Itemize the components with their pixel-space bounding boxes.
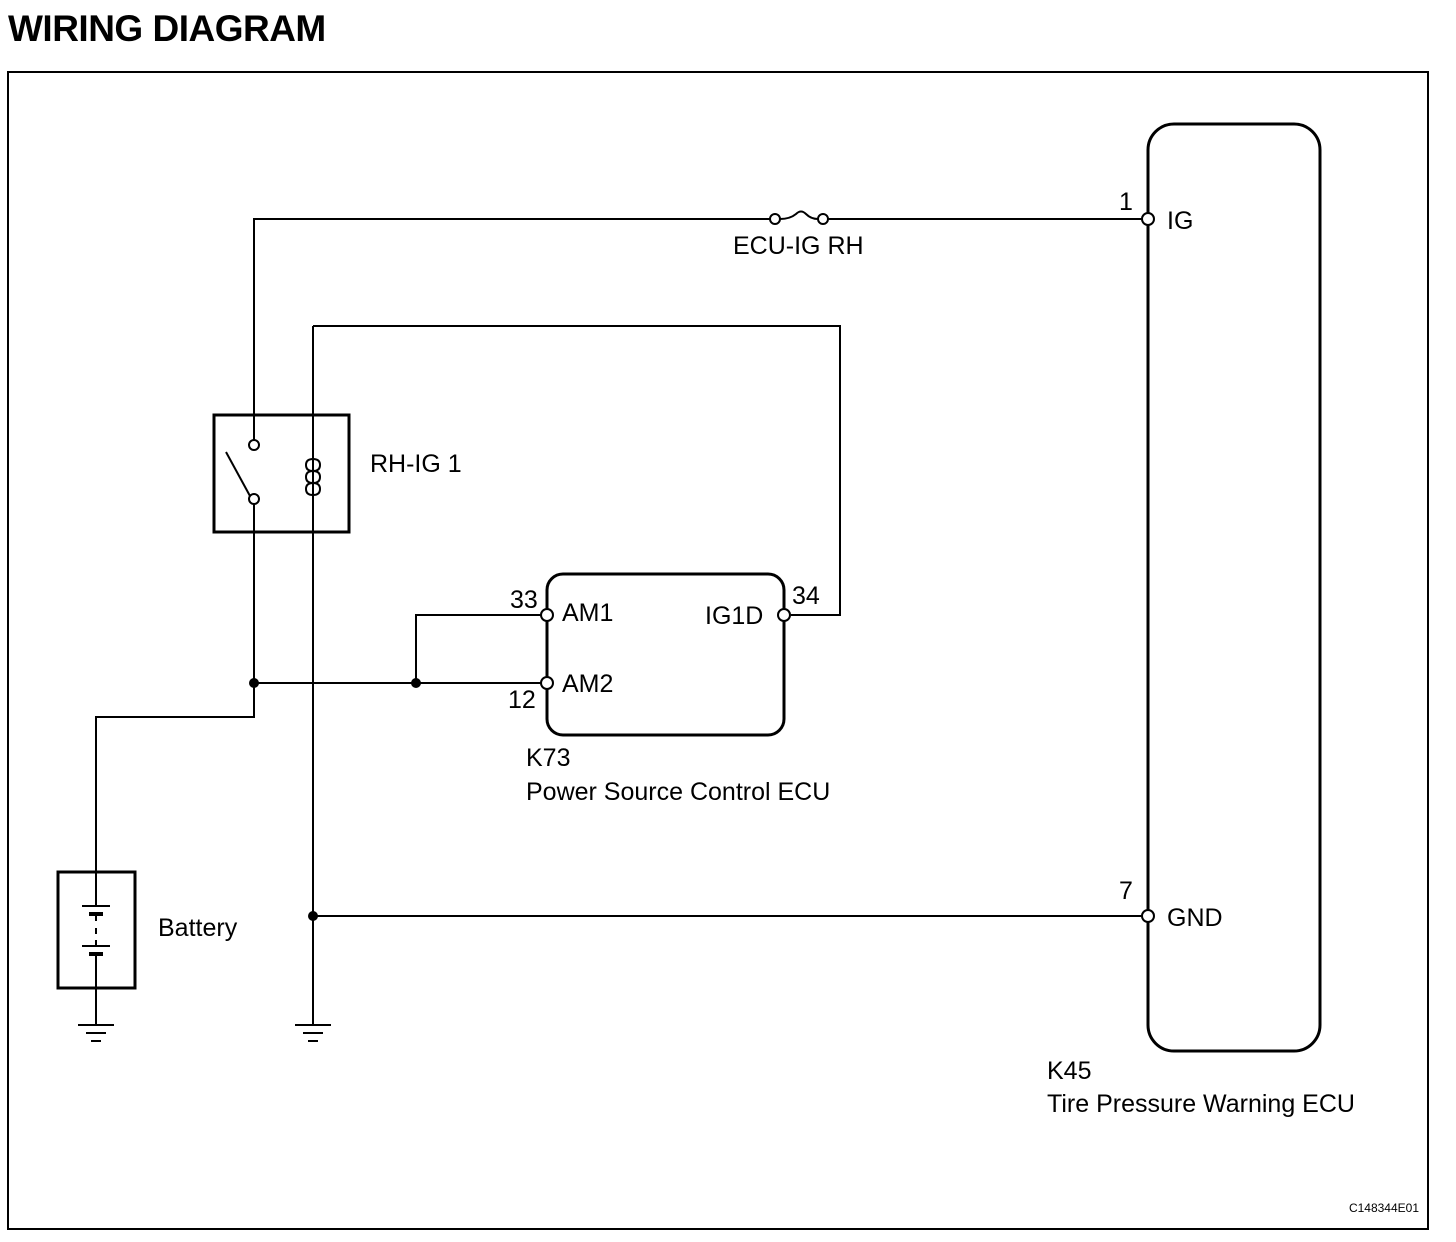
pin-gnd-name: GND <box>1167 904 1223 932</box>
tpw-ecu-code: K45 <box>1047 1057 1091 1085</box>
wire-relay-coil <box>313 325 841 616</box>
junction-dot <box>308 911 318 921</box>
pin-ig-terminal <box>1141 212 1155 226</box>
pin-33-number: 33 <box>510 586 538 614</box>
power-ecu-name: Power Source Control ECU <box>526 778 830 806</box>
fuse-label: ECU-IG RH <box>733 232 864 260</box>
power-ecu-code: K73 <box>526 744 570 772</box>
relay-coil-icon <box>304 458 322 497</box>
fuse-ecu-ig-rh <box>769 210 829 225</box>
pin-12-number: 12 <box>508 686 536 714</box>
figure-code: C148344E01 <box>1349 1201 1419 1215</box>
power-ecu-body <box>545 572 786 737</box>
pin-1-number: 1 <box>1119 188 1133 216</box>
junction-dot <box>249 678 259 688</box>
battery-label: Battery <box>158 914 238 942</box>
battery-icon <box>56 870 137 990</box>
wires <box>95 218 1142 1025</box>
page-title: WIRING DIAGRAM <box>8 8 326 49</box>
pin-7-number: 7 <box>1119 877 1133 905</box>
pin-34-number: 34 <box>792 582 820 610</box>
pin-am2-terminal <box>540 676 554 690</box>
pin-am1-terminal <box>540 608 554 622</box>
pin-gnd-terminal <box>1141 909 1155 923</box>
relay-label: RH-IG 1 <box>370 450 462 478</box>
wire-am1 <box>415 614 541 683</box>
pin-am2-name: AM2 <box>562 670 613 698</box>
junction-dot <box>411 678 421 688</box>
relay-rh-ig-1 <box>212 413 351 534</box>
diagram-frame <box>7 71 1429 1230</box>
pin-ig1d-terminal <box>777 608 791 622</box>
pin-ig-name: IG <box>1167 207 1193 235</box>
wire-ig-feed <box>253 218 770 439</box>
ground-icon <box>78 1024 114 1042</box>
pin-ig1d-name: IG1D <box>705 602 763 630</box>
pin-am1-name: AM1 <box>562 599 613 627</box>
ground-icon <box>295 1024 331 1042</box>
tpw-ecu-name: Tire Pressure Warning ECU <box>1047 1090 1355 1118</box>
tpw-ecu-body <box>1146 122 1322 1053</box>
wire-battery-main <box>95 505 255 872</box>
